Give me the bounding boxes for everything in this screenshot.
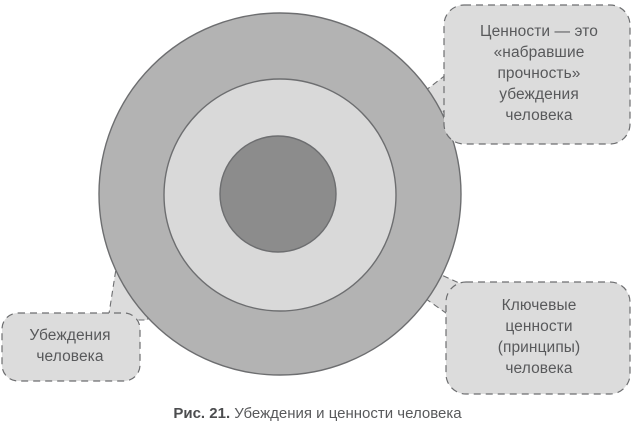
inner-circle-key-values bbox=[219, 135, 337, 253]
beliefs-callout-box[interactable] bbox=[1, 312, 141, 382]
figure-caption: Рис. 21. Убеждения и ценности человека bbox=[0, 404, 635, 424]
figure-caption-label: Рис. 21. bbox=[173, 405, 231, 422]
key-values-callout-box[interactable] bbox=[445, 281, 631, 395]
callout-boxes bbox=[1, 4, 631, 395]
values-callout-box[interactable] bbox=[443, 4, 631, 145]
figure-caption-text: Убеждения и ценности человека bbox=[234, 405, 462, 422]
